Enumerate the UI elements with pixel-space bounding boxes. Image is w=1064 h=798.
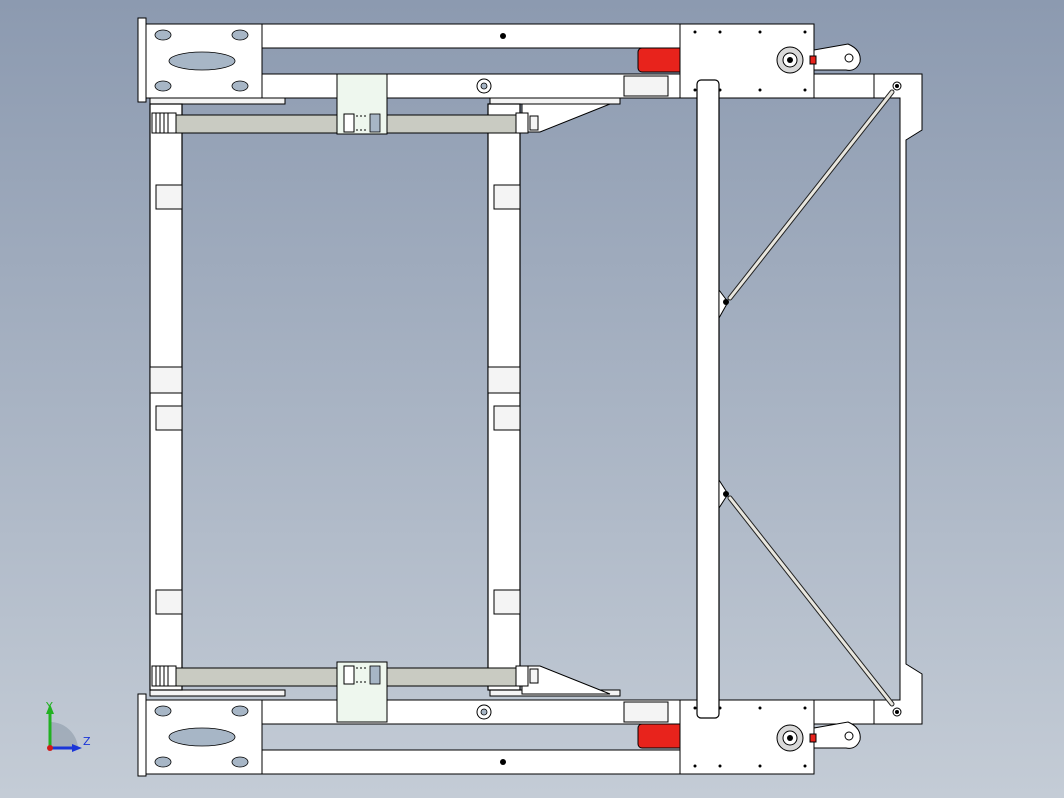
left-outer-post <box>149 103 183 691</box>
z-axis-arrowhead <box>72 744 82 752</box>
y-axis-label: Y <box>45 700 53 713</box>
z-axis-label: Z <box>83 735 91 748</box>
bottom-right-hinge-plate <box>679 699 861 775</box>
x-axis-origin-dot <box>47 745 53 751</box>
right-end-post <box>873 73 923 725</box>
top-slide-brackets <box>149 97 621 697</box>
top-upper-rail <box>261 23 681 49</box>
coordinate-triad: Y Z <box>45 700 91 752</box>
diagonal-brace-upper <box>718 89 895 320</box>
top-carriage-plate <box>336 73 388 135</box>
center-vertical-tube <box>696 79 720 719</box>
bottom-carriage-plate <box>336 661 388 723</box>
bottom-lower-rail <box>261 749 681 775</box>
y-axis-arrowhead <box>46 704 54 714</box>
diagonal-brace-lower <box>718 478 895 707</box>
left-inner-post <box>487 103 521 691</box>
top-left-mount-plate <box>137 17 263 103</box>
bottom-left-mount-plate <box>137 693 263 777</box>
